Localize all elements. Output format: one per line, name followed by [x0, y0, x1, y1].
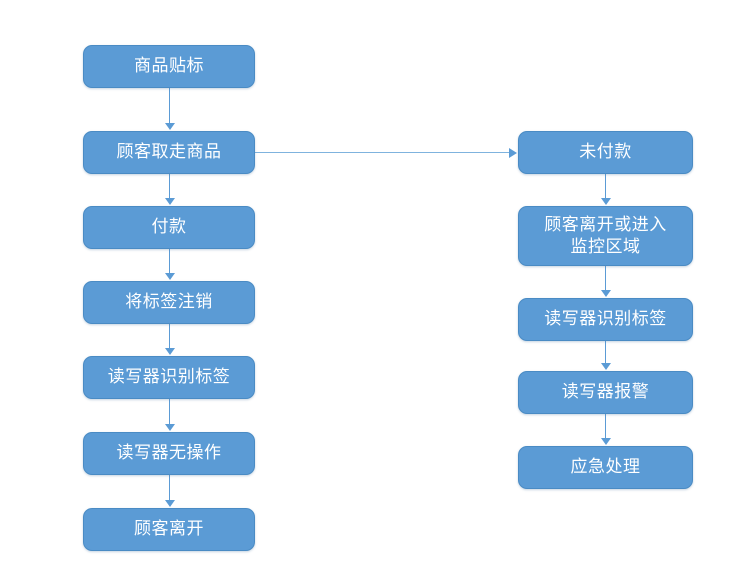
- node-customer-takes-product[interactable]: 顾客取走商品: [83, 131, 255, 174]
- node-reader-identifies-tag-right[interactable]: 读写器识别标签: [518, 298, 693, 341]
- connector-r1-r2: [605, 174, 607, 199]
- connector-r3-r4: [605, 341, 607, 364]
- connector-r4-r5: [605, 414, 607, 439]
- arrowhead-l6-l7: [164, 500, 175, 507]
- node-reader-no-action[interactable]: 读写器无操作: [83, 432, 255, 475]
- node-reader-alarm[interactable]: 读写器报警: [518, 371, 693, 414]
- node-customer-leaves-or-enters-monitored-area[interactable]: 顾客离开或进入 监控区域: [518, 206, 693, 266]
- connector-l6-l7: [169, 475, 171, 501]
- arrowhead-l3-l4: [164, 273, 175, 280]
- arrowhead-l2-l3: [164, 198, 175, 205]
- node-customer-leaves-left[interactable]: 顾客离开: [83, 508, 255, 551]
- connector-r2-r3: [605, 266, 607, 291]
- arrowhead-l5-l6: [164, 424, 175, 431]
- node-unpaid[interactable]: 未付款: [518, 131, 693, 174]
- arrowhead-l2-r1: [509, 147, 517, 158]
- connector-l5-l6: [169, 399, 171, 425]
- arrowhead-r4-r5: [600, 438, 611, 445]
- arrowhead-l4-l5: [164, 348, 175, 355]
- connector-l1-l2: [169, 88, 171, 124]
- node-deactivate-tag[interactable]: 将标签注销: [83, 281, 255, 324]
- node-payment[interactable]: 付款: [83, 206, 255, 249]
- arrowhead-r2-r3: [600, 290, 611, 297]
- arrowhead-l1-l2: [164, 123, 175, 130]
- node-emergency-handling[interactable]: 应急处理: [518, 446, 693, 489]
- node-reader-identifies-tag-left[interactable]: 读写器识别标签: [83, 356, 255, 399]
- connector-l4-l5: [169, 324, 171, 349]
- connector-l2-l3: [169, 174, 171, 199]
- arrowhead-r1-r2: [600, 198, 611, 205]
- arrowhead-r3-r4: [600, 363, 611, 370]
- connector-l2-r1: [255, 152, 510, 154]
- node-product-tagging[interactable]: 商品贴标: [83, 45, 255, 88]
- connector-l3-l4: [169, 249, 171, 274]
